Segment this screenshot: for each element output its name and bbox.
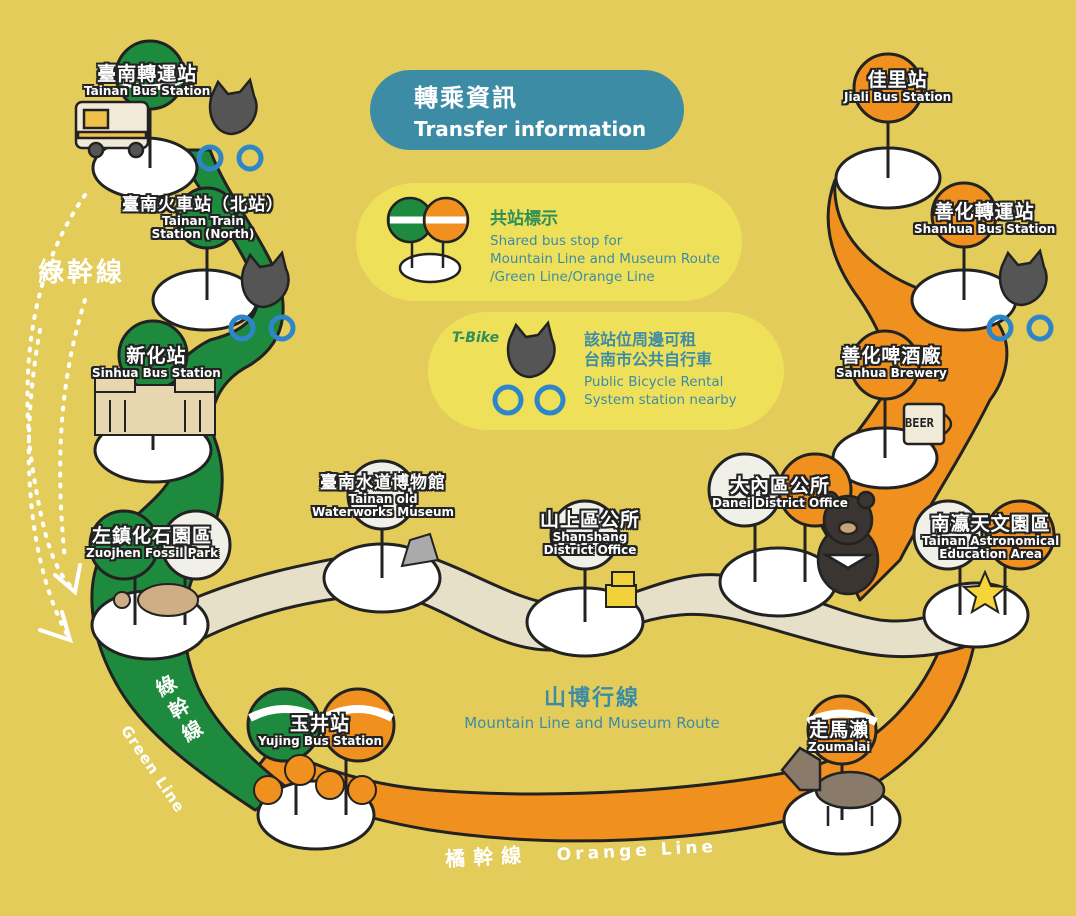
station-name-zh: 佳里站 (867, 69, 928, 91)
station-name-en: Waterworks Museum (312, 504, 455, 519)
transfer-title-zh: 轉乘資訊 (414, 84, 518, 112)
green-line-label-left: 綠幹線 (38, 258, 126, 288)
station-sinhua[interactable]: 新化站 Sinhua Bus Station (92, 346, 221, 380)
legend-shared-line2: Mountain Line and Museum Route (490, 251, 721, 268)
legend-shared-line1: Shared bus stop for (490, 233, 623, 249)
legend-shared-text: 共站標示 Shared bus stop for Mountain Line a… (490, 204, 720, 287)
fossil-animal (113, 583, 199, 617)
station-name-zh: 臺南水道博物館 (320, 473, 447, 493)
legend-bike-en2: System station nearby (584, 391, 737, 408)
bike-icons (196, 144, 1054, 416)
station-name-zh: 玉井站 (290, 713, 351, 735)
station-name-en: Sinhua Bus Station (92, 365, 221, 380)
station-name-en: Education Area (939, 547, 1043, 562)
station-name-en: Zoumalai (808, 739, 871, 754)
station-name-en: Tainan Bus Station (84, 83, 211, 98)
station-name-en: Shanshang (552, 529, 628, 544)
station-name-zh: 大內區公所 (729, 475, 830, 497)
station-name-zh: 南瀛天文園區 (930, 513, 1051, 535)
station-name-en: Danei District Office (712, 495, 848, 510)
station-name-en: Sanhua Brewery (836, 365, 947, 380)
station-signs (88, 39, 1056, 820)
station-name-zh: 走馬瀨 (809, 719, 870, 741)
mountain-line-zh: 山博行線 (543, 686, 640, 711)
station-name-zh: 新化站 (126, 345, 187, 367)
station-zuojhen[interactable]: 左鎮化石園區 Zuojhen Fossil Park (86, 526, 218, 560)
station-shanhua-bus[interactable]: 善化轉運站 Shanhua Bus Station (914, 202, 1055, 236)
oranges-illustration (253, 754, 377, 805)
sinhua-building (94, 377, 216, 436)
transfer-title-bubble (370, 70, 684, 150)
station-jiali[interactable]: 佳里站 Jiali Bus Station (844, 70, 951, 104)
station-name-zh: 臺南轉運站 (97, 63, 198, 85)
station-zoumalai[interactable]: 走馬瀨 Zoumalai (808, 720, 870, 754)
station-yujing[interactable]: 玉井站 Yujing Bus Station (258, 714, 382, 748)
station-name-zh: 左鎮化石園區 (92, 525, 213, 547)
station-name-en: Shanhua Bus Station (914, 221, 1056, 236)
cat-figures (208, 77, 1048, 379)
direction-arrows (25, 193, 87, 644)
beer-mug (902, 402, 953, 446)
transfer-title: 轉乘資訊 Transfer information (414, 78, 646, 141)
rock-illustration (400, 532, 440, 568)
station-name-en: District Office (543, 543, 637, 558)
transfer-title-en: Transfer information (414, 117, 647, 141)
legend-bike-en1: Public Bicycle Rental (584, 374, 724, 390)
legend-shared-line3: /Green Line/Orange Line (490, 269, 655, 286)
station-name-zh: 山上區公所 (540, 509, 641, 531)
legend-bike-zh1: 該站位周邊可租 (584, 330, 697, 349)
legend-bike-text: 該站位周邊可租 台南市公共自行車 Public Bicycle Rental S… (584, 330, 737, 409)
station-name-en: Zuojhen Fossil Park (86, 545, 219, 560)
mountain-line-label: 山博行線 Mountain Line and Museum Route (452, 680, 732, 732)
station-shanshang[interactable]: 山上區公所 Shanshang District Office (540, 510, 640, 557)
station-name-en: Tainan old (348, 491, 418, 506)
station-name-en: Yujing Bus Station (258, 733, 383, 748)
star-illustration (961, 569, 1009, 615)
station-name-zh: 善化啤酒廠 (841, 345, 942, 367)
bus-illustration (74, 100, 150, 159)
shared-stop-icon (386, 196, 470, 284)
shanshang-sign (605, 571, 637, 608)
station-danei[interactable]: 大內區公所 Danei District Office (712, 476, 848, 510)
station-astronomical[interactable]: 南瀛天文園區 Tainan Astronomical Education Are… (922, 514, 1059, 561)
station-name-en: Tainan Astronomical (922, 533, 1060, 548)
tbike-logo: T-Bike (452, 330, 500, 346)
station-name-zh: 臺南火車站（北站） (122, 195, 284, 215)
horse-illustration (780, 746, 886, 826)
legend-bike-zh2: 台南市公共自行車 (584, 350, 713, 369)
station-waterworks[interactable]: 臺南水道博物館 Tainan old Waterworks Museum (312, 474, 454, 519)
mountain-line-en: Mountain Line and Museum Route (464, 714, 720, 732)
station-name-zh: 善化轉運站 (934, 201, 1035, 223)
orange-line-zh: 橘幹線 (444, 842, 530, 872)
station-name-en: Tainan Train (162, 213, 244, 228)
station-name-en: Jiali Bus Station (844, 89, 952, 104)
station-sanhua-brewery[interactable]: 善化啤酒廠 Sanhua Brewery (836, 346, 947, 380)
station-name-en: Station (North) (151, 226, 255, 241)
legend-shared-title: 共站標示 (490, 209, 558, 229)
station-tainan-train-north[interactable]: 臺南火車站（北站） Tainan Train Station (North) (122, 196, 284, 241)
station-tainan-bus[interactable]: 臺南轉運站 Tainan Bus Station (84, 64, 210, 98)
bear-illustration (816, 490, 880, 596)
beer-label: BEER (905, 416, 934, 430)
